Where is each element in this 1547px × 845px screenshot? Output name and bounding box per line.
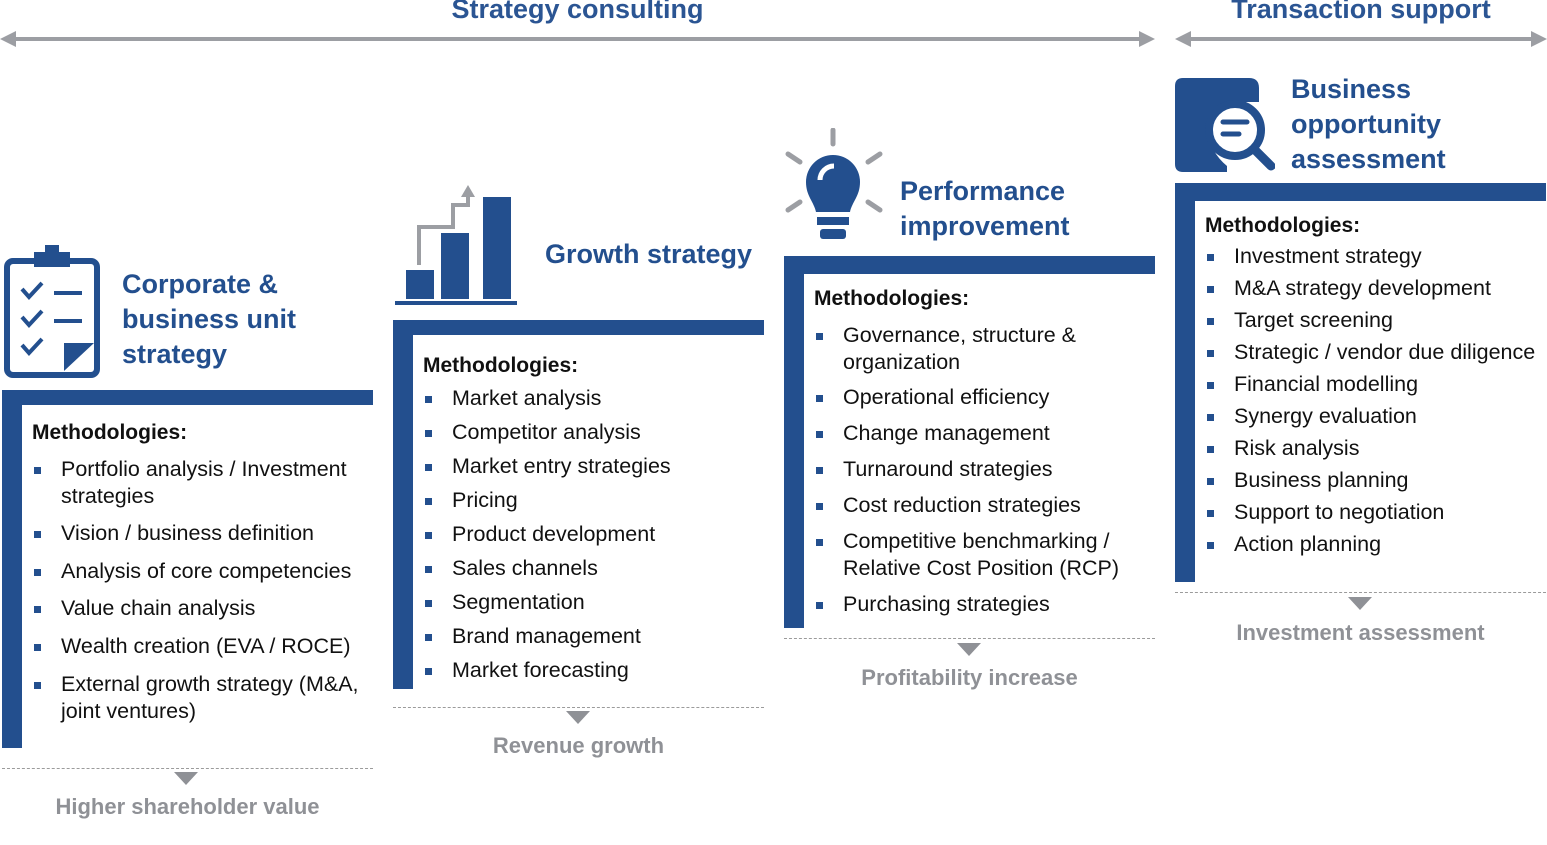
list-item: Risk analysis	[1205, 435, 1546, 462]
dashed-divider	[1175, 592, 1546, 593]
dashed-divider	[393, 707, 764, 708]
dashed-divider	[784, 638, 1155, 639]
frame-top-bar	[2, 390, 373, 405]
list-item: Competitive benchmarking / Relative Cost…	[814, 528, 1155, 582]
methodologies-block: Methodologies: Governance, structure & o…	[814, 286, 1155, 618]
down-triangle-icon	[957, 643, 981, 656]
methodologies-label: Methodologies:	[814, 287, 970, 310]
frame-top-bar	[1175, 183, 1546, 201]
list-item: M&A strategy development	[1205, 275, 1546, 302]
list-item: Cost reduction strategies	[814, 492, 1155, 519]
strategy-consulting-arrow	[0, 31, 1155, 47]
column-title: Growth strategy	[545, 239, 753, 269]
methodologies-block: Methodologies: Investment strategy M&A s…	[1205, 213, 1546, 558]
column-performance-improvement: Performance improvement Methodologies: G…	[784, 60, 1155, 710]
frame-top-bar	[393, 320, 764, 335]
list-item: Market entry strategies	[423, 453, 764, 480]
list-item: Change management	[814, 420, 1155, 447]
methodologies-label: Methodologies:	[32, 421, 188, 444]
down-triangle-icon	[174, 772, 198, 785]
list-item: Action planning	[1205, 531, 1546, 558]
list-item: Vision / business definition	[32, 520, 373, 547]
methodologies-list: Governance, structure & organization Ope…	[814, 322, 1155, 618]
list-item: Competitor analysis	[423, 419, 764, 446]
list-item: Market analysis	[423, 385, 764, 412]
column-title: Performance improvement	[900, 176, 1070, 241]
frame-left-bar	[784, 256, 804, 628]
outcome-label: Higher shareholder value	[55, 794, 320, 819]
methodologies-label: Methodologies:	[423, 354, 579, 377]
list-item: Investment strategy	[1205, 243, 1546, 270]
dashed-divider	[2, 768, 373, 769]
list-item: Brand management	[423, 623, 764, 650]
list-item: Strategic / vendor due diligence	[1205, 339, 1546, 366]
list-item: Synergy evaluation	[1205, 403, 1546, 430]
list-item: Portfolio analysis / Investment strategi…	[32, 456, 373, 510]
transaction-support-arrow	[1175, 31, 1547, 47]
list-item: Segmentation	[423, 589, 764, 616]
list-item: External growth strategy (M&A, joint ven…	[32, 671, 373, 725]
frame-left-bar	[1175, 183, 1195, 582]
methodologies-label: Methodologies:	[1205, 214, 1361, 237]
frame-left-bar	[2, 390, 22, 748]
list-item: Business planning	[1205, 467, 1546, 494]
list-item: Operational efficiency	[814, 384, 1155, 411]
list-item: Product development	[423, 521, 764, 548]
list-item: Wealth creation (EVA / ROCE)	[32, 633, 373, 660]
list-item: Target screening	[1205, 307, 1546, 334]
outcome-label: Investment assessment	[1236, 620, 1485, 645]
frame-left-bar	[393, 320, 413, 689]
down-triangle-icon	[566, 711, 590, 724]
methodologies-block: Methodologies: Portfolio analysis / Inve…	[32, 420, 373, 725]
methodologies-list: Market analysis Competitor analysis Mark…	[423, 385, 764, 684]
column-growth-strategy: Growth strategy Methodologies: Market an…	[393, 60, 764, 780]
list-item: Financial modelling	[1205, 371, 1546, 398]
column-title: Corporate & business unit strategy	[122, 269, 297, 369]
list-item: Value chain analysis	[32, 595, 373, 622]
list-item: Purchasing strategies	[814, 591, 1155, 618]
column-business-opportunity: Business opportunity assessment Methodol…	[1175, 60, 1546, 660]
list-item: Governance, structure & organization	[814, 322, 1155, 376]
transaction-support-title: Transaction support	[1231, 0, 1491, 24]
frame-top-bar	[784, 256, 1155, 274]
strategy-consulting-title: Strategy consulting	[451, 0, 704, 24]
column-title: Business opportunity assessment	[1291, 74, 1446, 174]
outcome-label: Profitability increase	[861, 665, 1078, 690]
clipboard-checklist-icon	[4, 245, 100, 378]
list-item: Turnaround strategies	[814, 456, 1155, 483]
list-item: Market forecasting	[423, 657, 764, 684]
list-item: Analysis of core competencies	[32, 558, 373, 585]
bar-chart-growth-icon	[395, 185, 517, 305]
outcome-label: Revenue growth	[492, 733, 665, 758]
column-corporate-strategy: Corporate & business unit strategy Metho…	[2, 60, 373, 845]
lightbulb-icon	[785, 128, 883, 239]
methodologies-list: Portfolio analysis / Investment strategi…	[32, 456, 373, 725]
list-item: Pricing	[423, 487, 764, 514]
methodologies-block: Methodologies: Market analysis Competito…	[423, 353, 764, 684]
down-triangle-icon	[1348, 597, 1372, 610]
methodologies-list: Investment strategy M&A strategy develop…	[1205, 243, 1546, 558]
list-item: Sales channels	[423, 555, 764, 582]
list-item: Support to negotiation	[1205, 499, 1546, 526]
document-magnifier-icon	[1175, 78, 1275, 172]
